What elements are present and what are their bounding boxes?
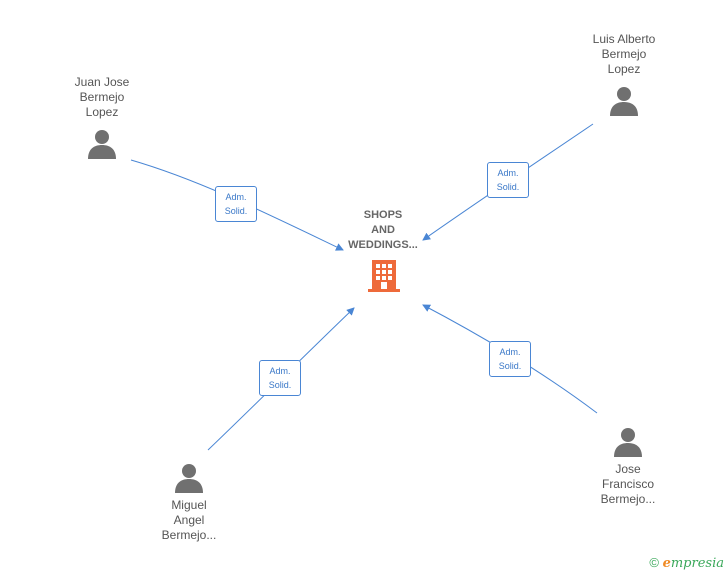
building-icon[interactable]: [368, 258, 400, 294]
person-name-line3: Lopez: [85, 105, 119, 119]
role-badge-luis[interactable]: Adm. Solid.: [487, 162, 529, 198]
role-line2: Solid.: [268, 380, 292, 390]
company-name-line2: AND: [371, 224, 395, 236]
person-icon: [88, 130, 116, 159]
person-name-line2: Bermejo: [79, 90, 125, 104]
person-name-line3: Bermejo...: [600, 492, 656, 506]
person-luis-alberto[interactable]: Luis Alberto Bermejo Lopez: [574, 32, 674, 117]
role-line1: Adm.: [269, 366, 291, 376]
person-name-line3: Bermejo...: [161, 528, 217, 542]
role-line2: Solid.: [496, 182, 520, 192]
brand-rest: mpresia: [670, 556, 724, 571]
person-name-line1: Luis Alberto: [592, 32, 656, 46]
person-jose-francisco[interactable]: Jose Francisco Bermejo...: [578, 426, 678, 507]
brand-logo: empresia: [663, 556, 724, 571]
role-badge-miguel[interactable]: Adm. Solid.: [259, 360, 301, 396]
person-name-line2: Angel: [173, 513, 205, 527]
person-icon: [175, 464, 203, 493]
role-line1: Adm.: [499, 347, 521, 357]
company-name[interactable]: SHOPS AND WEDDINGS...: [333, 208, 433, 253]
person-juan-jose[interactable]: Juan Jose Bermejo Lopez: [52, 75, 152, 160]
person-name-line1: Juan Jose: [74, 75, 130, 89]
person-icon: [610, 87, 638, 116]
footer-brand[interactable]: © empresia: [649, 555, 724, 571]
person-miguel-angel[interactable]: Miguel Angel Bermejo...: [139, 462, 239, 543]
brand-e: e: [662, 556, 671, 571]
company-name-line3: WEDDINGS...: [348, 239, 418, 251]
copyright-icon: ©: [649, 555, 659, 570]
role-badge-jose[interactable]: Adm. Solid.: [489, 341, 531, 377]
role-line2: Solid.: [498, 361, 522, 371]
role-line1: Adm.: [497, 168, 519, 178]
person-name-line3: Lopez: [607, 62, 641, 76]
person-name-line1: Jose: [615, 462, 641, 476]
role-badge-juan[interactable]: Adm. Solid.: [215, 186, 257, 222]
company-name-line1: SHOPS: [363, 209, 403, 221]
person-icon: [614, 428, 642, 457]
person-name-line2: Francisco: [601, 477, 654, 491]
person-name-line2: Bermejo: [601, 47, 647, 61]
person-name-line1: Miguel: [171, 498, 207, 512]
role-line2: Solid.: [224, 206, 248, 216]
role-line1: Adm.: [225, 192, 247, 202]
